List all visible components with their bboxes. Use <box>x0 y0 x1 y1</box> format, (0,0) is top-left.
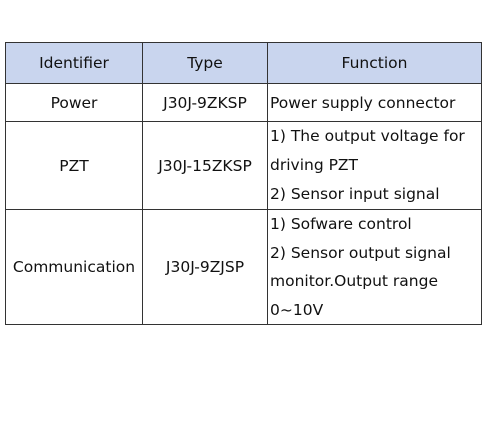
cell-function: Power supply connector <box>267 83 482 122</box>
function-line: driving PZT <box>270 156 359 174</box>
function-line: Power supply connector <box>270 93 456 112</box>
header-identifier: Identifier <box>5 42 143 84</box>
function-line: 1) The output voltage for <box>270 127 465 145</box>
table-row-power: Power J30J-9ZKSP Power supply connector <box>5 83 482 122</box>
cell-type: J30J-9ZJSP <box>142 209 268 325</box>
header-function: Function <box>267 42 482 84</box>
table-row-pzt: PZT J30J-15ZKSP 1) The output voltage fo… <box>5 121 482 210</box>
cell-identifier: Power <box>5 83 143 122</box>
function-line: 0~10V <box>270 300 324 319</box>
cell-identifier: Communication <box>5 209 143 325</box>
cell-identifier: PZT <box>5 121 143 210</box>
header-type: Type <box>142 42 268 84</box>
cell-type: J30J-9ZKSP <box>142 83 268 122</box>
function-line: 2) Sensor output signal <box>270 243 451 262</box>
connector-spec-table: Identifier Type Function Power J30J-9ZKS… <box>5 42 482 325</box>
function-line: monitor.Output range <box>270 272 438 290</box>
cell-function: 1) The output voltage for driving PZT 2)… <box>267 121 482 210</box>
function-line: 2) Sensor input signal <box>270 185 440 203</box>
table-row-communication: Communication J30J-9ZJSP 1) Sofware cont… <box>5 209 482 325</box>
cell-type: J30J-15ZKSP <box>142 121 268 210</box>
cell-function: 1) Sofware control 2) Sensor output sign… <box>267 209 482 325</box>
table-header-row: Identifier Type Function <box>5 42 482 84</box>
function-line: 1) Sofware control <box>270 215 412 233</box>
